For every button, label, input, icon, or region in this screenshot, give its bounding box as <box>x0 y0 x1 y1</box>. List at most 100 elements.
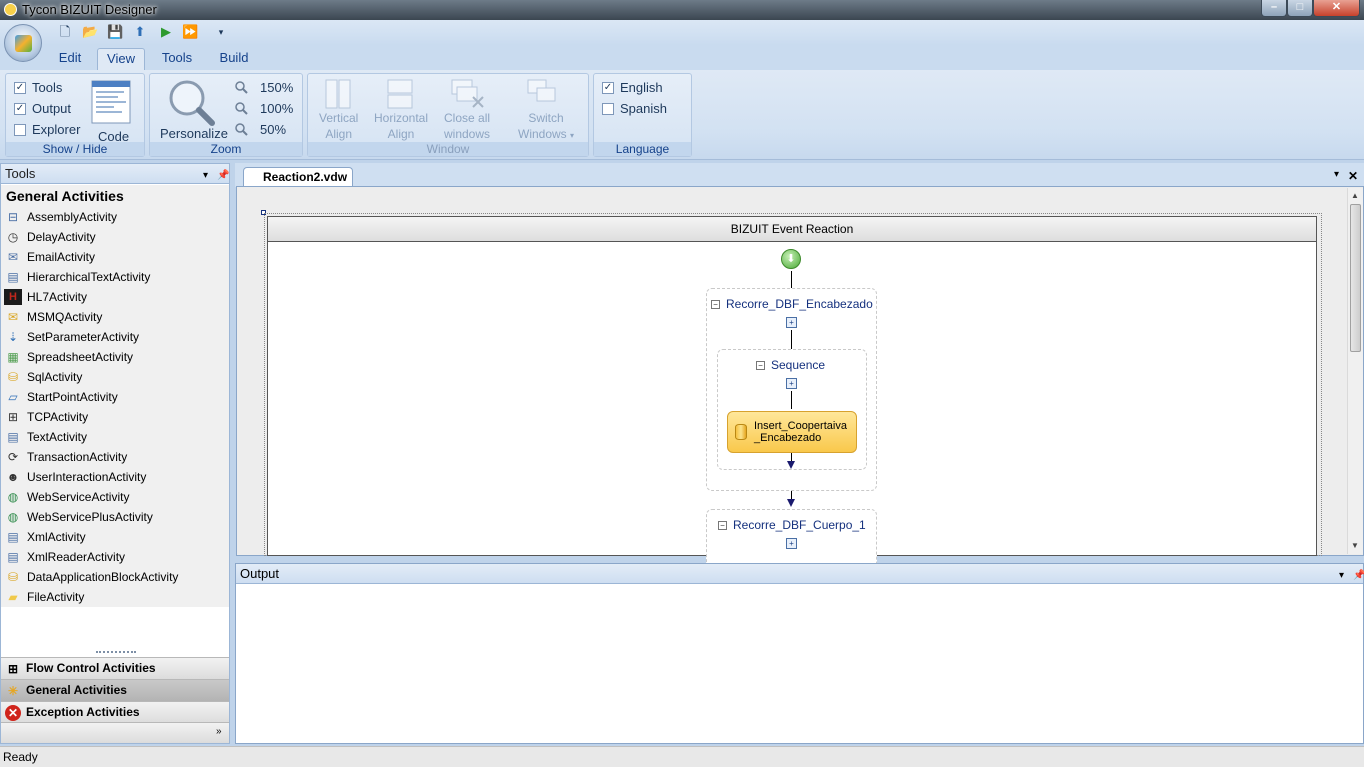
splitter-grip[interactable] <box>96 651 136 655</box>
tool-item[interactable]: ✉EmailActivity <box>1 247 229 267</box>
start-icon[interactable]: ⬇ <box>781 249 801 269</box>
tab-list-icon[interactable]: ▾ <box>1334 169 1340 180</box>
selection-handle[interactable] <box>261 210 266 215</box>
tool-item[interactable]: ⊞TCPActivity <box>1 407 229 427</box>
output-checkbox[interactable]: ✓ <box>14 103 26 115</box>
tool-item[interactable]: ◷DelayActivity <box>1 227 229 247</box>
zoom-out-icon <box>235 123 248 136</box>
spreadsheet-icon: ▦ <box>7 350 19 364</box>
category-label: General Activities <box>26 683 127 697</box>
maximize-button[interactable]: □ <box>1287 0 1313 17</box>
tool-item[interactable]: ▤HierarchicalTextActivity <box>1 267 229 287</box>
close-window-button[interactable]: ✕ <box>1313 0 1360 17</box>
collapse-icon[interactable]: − <box>711 300 720 309</box>
personalize-button[interactable]: Personalize <box>156 76 228 142</box>
xml-reader-icon: ▤ <box>7 550 19 564</box>
scroll-thumb[interactable] <box>1350 204 1361 352</box>
run-icon[interactable]: ▶ <box>161 24 171 39</box>
tab-view[interactable]: View <box>97 48 145 71</box>
tab-tools[interactable]: Tools <box>161 50 193 65</box>
tool-item-label: FileActivity <box>27 590 85 604</box>
tool-item[interactable]: ▤TextActivity <box>1 427 229 447</box>
output-text-area[interactable] <box>236 585 1363 743</box>
pane-menu-icon[interactable]: ▾ <box>203 170 209 181</box>
document-tabstrip <box>235 163 1364 187</box>
pane-menu-icon[interactable]: ▾ <box>1339 570 1345 581</box>
language-group-label: Language <box>594 142 691 156</box>
code-button[interactable]: Code <box>89 78 134 144</box>
parameter-icon: ⇣ <box>7 330 19 344</box>
tool-item[interactable]: ⟳TransactionActivity <box>1 447 229 467</box>
sql-activity-insert[interactable]: Insert_Coopertaiva_Encabezado <box>727 411 857 453</box>
xml-icon: ▤ <box>7 530 19 544</box>
email-icon: ✉ <box>7 250 19 264</box>
spanish-checkbox[interactable] <box>602 103 614 115</box>
pin-icon[interactable]: 📌 <box>217 170 230 181</box>
loop-container-cuerpo[interactable]: −Recorre_DBF_Cuerpo_1 + <box>706 509 877 569</box>
document-tab[interactable]: Reaction2.vdw <box>243 167 353 187</box>
collapse-icon[interactable]: − <box>756 361 765 370</box>
drop-target-icon[interactable]: + <box>786 538 797 549</box>
vertical-scrollbar[interactable]: ▲ ▼ <box>1347 188 1363 554</box>
category-exception[interactable]: ✕ Exception Activities <box>1 701 229 723</box>
connector-line <box>791 391 792 409</box>
chevron-right-icon[interactable]: » <box>216 726 222 737</box>
tool-item[interactable]: ◍WebServicePlusActivity <box>1 507 229 527</box>
tab-edit[interactable]: Edit <box>58 50 82 65</box>
english-checkbox[interactable]: ✓ <box>602 82 614 94</box>
tools-checkbox[interactable]: ✓ <box>14 82 26 94</box>
tool-item-label: XmlReaderActivity <box>27 550 126 564</box>
open-folder-icon[interactable]: 📂 <box>82 24 99 39</box>
collapse-icon[interactable]: − <box>718 521 727 530</box>
connector-line <box>791 453 792 463</box>
drop-target-icon[interactable]: + <box>786 378 797 389</box>
tool-item[interactable]: ◍WebServiceActivity <box>1 487 229 507</box>
zoom-icon <box>235 102 248 115</box>
workflow-root[interactable]: BIZUIT Event Reaction ⬇ −Recorre_DBF_Enc… <box>267 216 1317 569</box>
tool-item[interactable]: ▤ XmlReaderActivity <box>1 547 229 567</box>
explorer-checkbox[interactable] <box>14 124 26 136</box>
tool-item[interactable]: ⛁DataApplicationBlockActivity <box>1 567 229 587</box>
debug-icon[interactable]: ⏩ <box>182 24 199 39</box>
tool-item[interactable]: ⇣SetParameterActivity <box>1 327 229 347</box>
customize-toolbar-icon[interactable]: ▾ <box>218 27 224 37</box>
new-file-icon[interactable]: 🗋 <box>59 24 71 39</box>
sequence-title: −Sequence <box>756 358 825 372</box>
close-document-icon[interactable]: ✕ <box>1348 169 1359 183</box>
tab-build[interactable]: Build <box>219 50 249 65</box>
tool-item-label: WebServiceActivity <box>27 490 130 504</box>
output-toggle-label: Output <box>32 101 72 116</box>
tool-item[interactable]: ⊟AssemblyActivity <box>1 207 229 227</box>
scroll-down-icon[interactable]: ▼ <box>1351 541 1359 550</box>
tool-item[interactable]: ▦SpreadsheetActivity <box>1 347 229 367</box>
tool-item[interactable]: ⛁SqlActivity <box>1 367 229 387</box>
tool-item[interactable]: ▱StartPointActivity <box>1 387 229 407</box>
minimize-button[interactable]: – <box>1261 0 1287 17</box>
tool-item-label: HL7Activity <box>27 290 88 304</box>
category-overflow[interactable]: » <box>1 722 229 743</box>
category-flow-control[interactable]: ⊞ Flow Control Activities <box>1 657 229 679</box>
publish-icon[interactable]: ⬆ <box>134 24 146 39</box>
show-hide-group-label: Show / Hide <box>6 142 144 156</box>
application-menu-button[interactable] <box>4 24 42 62</box>
pin-icon[interactable]: 📌 <box>1353 570 1364 581</box>
category-general[interactable]: ✳ General Activities <box>1 679 229 701</box>
tool-item[interactable]: ▤XmlActivity <box>1 527 229 547</box>
drop-target-icon[interactable]: + <box>786 317 797 328</box>
tool-item[interactable]: ☻UserInteractionActivity <box>1 467 229 487</box>
tool-item[interactable]: ✉MSMQActivity <box>1 307 229 327</box>
connector-line <box>791 330 792 349</box>
zoom-150-label: 150% <box>260 80 294 95</box>
scroll-up-icon[interactable]: ▲ <box>1351 191 1359 200</box>
save-icon[interactable]: 💾 <box>107 24 124 39</box>
tool-item-label: WebServicePlusActivity <box>27 510 153 524</box>
tool-item[interactable]: ▰FileActivity <box>1 587 229 607</box>
